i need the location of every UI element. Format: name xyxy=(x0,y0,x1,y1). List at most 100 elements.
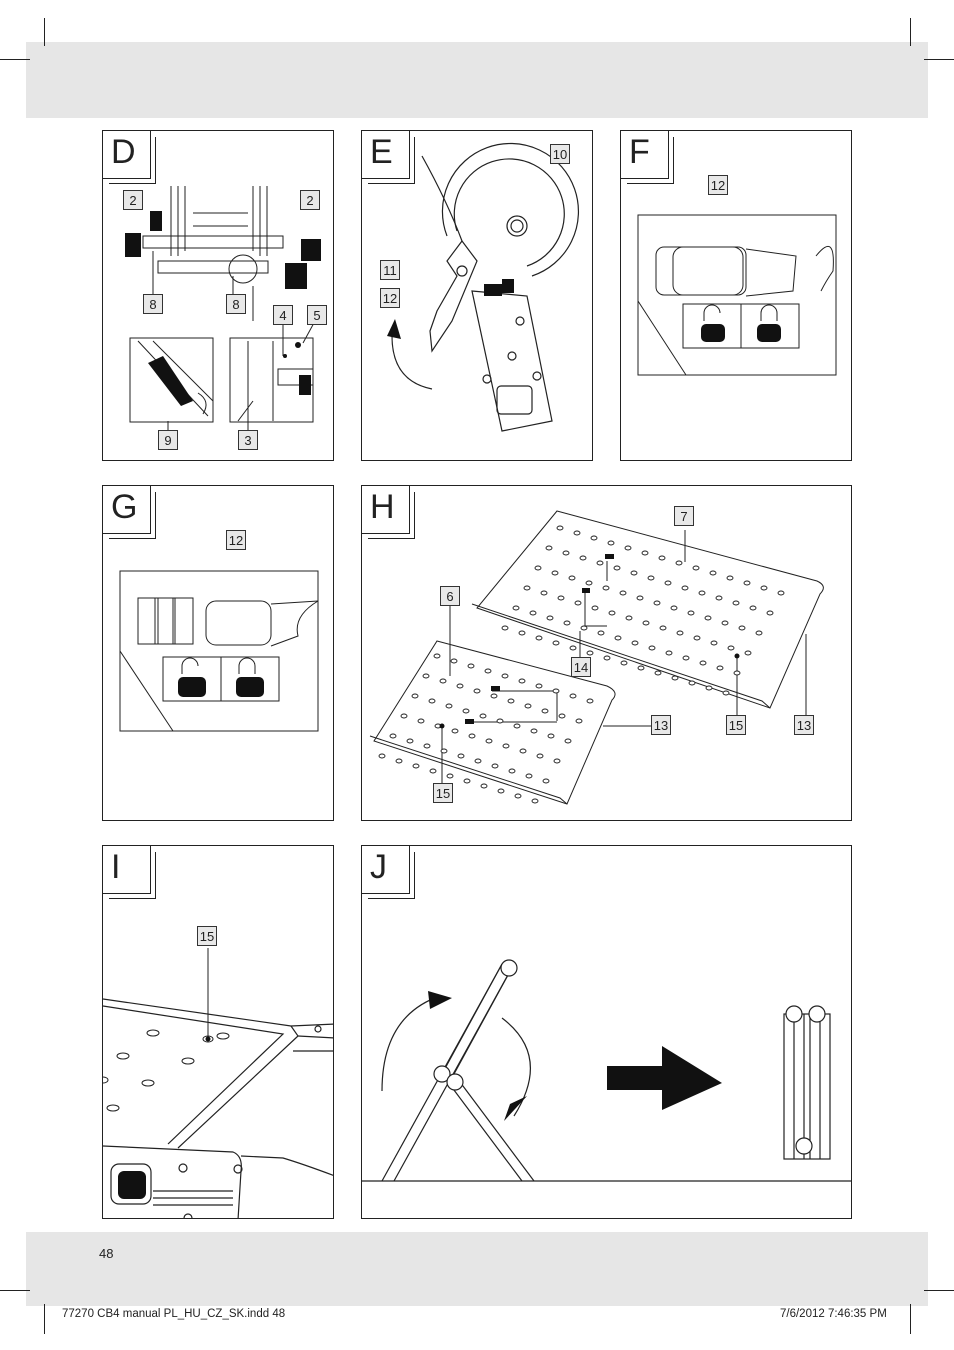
platform-hole xyxy=(428,698,436,704)
platform-hole xyxy=(743,580,751,586)
platform-hole xyxy=(525,773,533,779)
figure-panel-j: J xyxy=(361,845,852,1219)
platform-hole xyxy=(558,713,566,719)
platform-hole xyxy=(585,580,593,586)
platform-hole xyxy=(573,530,581,536)
platform-hole xyxy=(378,753,386,759)
platform-hole xyxy=(468,733,476,739)
platform-hole xyxy=(456,683,464,689)
platform-hole xyxy=(562,550,570,556)
platform-hole xyxy=(602,585,610,591)
platform-hole xyxy=(732,600,740,606)
platform-hole xyxy=(536,753,544,759)
platform-hole xyxy=(457,753,465,759)
figure-panel-g: G 12 xyxy=(102,485,334,821)
platform-hole xyxy=(552,688,560,694)
platform-hole xyxy=(440,748,448,754)
platform-hole xyxy=(631,640,639,646)
platform-hole xyxy=(479,713,487,719)
platform-hole xyxy=(406,738,414,744)
platform-hole xyxy=(580,625,588,631)
platform-hole xyxy=(412,763,420,769)
platform-hole xyxy=(502,743,510,749)
platform-hole xyxy=(698,590,706,596)
panel-letter: H xyxy=(362,486,415,539)
part-number-label: 10 xyxy=(550,144,570,164)
figure-panel-h: H 7 6 14 13 15 13 15 xyxy=(361,485,852,821)
platform-hole xyxy=(569,693,577,699)
platform-closeup-illustration xyxy=(103,948,333,1218)
part-number-label: 2 xyxy=(123,190,143,210)
platform-hole xyxy=(625,615,633,621)
platform-hole xyxy=(439,678,447,684)
panel-letter: G xyxy=(103,486,156,539)
platform-hole xyxy=(490,693,498,699)
platform-hole xyxy=(467,663,475,669)
platform-hole xyxy=(552,640,560,646)
platform-hole xyxy=(508,768,516,774)
platform-hole xyxy=(760,585,768,591)
platform-hole xyxy=(727,645,735,651)
panel-letter: D xyxy=(103,131,156,184)
platform-hole xyxy=(422,673,430,679)
platform-hole xyxy=(705,685,713,691)
part-number-label: 9 xyxy=(158,430,178,450)
platform-hole xyxy=(474,758,482,764)
platform-hole xyxy=(564,738,572,744)
platform-hole xyxy=(553,758,561,764)
platform-hole xyxy=(530,728,538,734)
work-platform-boards-illustration xyxy=(369,510,824,805)
platform-hole xyxy=(721,620,729,626)
platform-hole xyxy=(733,670,741,676)
part-number-label: 14 xyxy=(571,657,591,677)
platform-hole xyxy=(648,645,656,651)
platform-hole xyxy=(534,565,542,571)
crop-mark xyxy=(924,59,954,60)
platform-hole xyxy=(546,615,554,621)
platform-hole xyxy=(715,595,723,601)
part-number-label: 4 xyxy=(273,305,293,325)
platform-hole xyxy=(658,555,666,561)
platform-hole xyxy=(755,630,763,636)
platform-hole xyxy=(675,560,683,566)
platform-hole xyxy=(524,703,532,709)
part-number-label: 8 xyxy=(226,294,246,314)
platform-hole xyxy=(607,540,615,546)
hinge-lock-illustration xyxy=(387,142,579,432)
part-number-label: 15 xyxy=(433,783,453,803)
crop-mark xyxy=(0,1290,30,1291)
platform-hole xyxy=(523,585,531,591)
platform-hole xyxy=(676,630,684,636)
platform-hole xyxy=(518,630,526,636)
platform-hole xyxy=(557,595,565,601)
platform-hole xyxy=(547,733,555,739)
platform-hole xyxy=(671,675,679,681)
figure-panel-i: I 15 xyxy=(102,845,334,1219)
platform-hole xyxy=(429,768,437,774)
part-number-label: 15 xyxy=(197,926,217,946)
platform-hole xyxy=(704,615,712,621)
crop-mark xyxy=(44,18,45,46)
platform-hole xyxy=(620,660,628,666)
platform-hole xyxy=(586,698,594,704)
platform-hole xyxy=(445,703,453,709)
platform-hole xyxy=(647,575,655,581)
platform-hole xyxy=(563,620,571,626)
platform-hole xyxy=(665,650,673,656)
platform-hole xyxy=(726,575,734,581)
platform-hole xyxy=(551,570,559,576)
platform-hole xyxy=(636,595,644,601)
platform-hole xyxy=(630,570,638,576)
platform-hole xyxy=(659,625,667,631)
platform-hole xyxy=(688,680,696,686)
platform-hole xyxy=(512,605,520,611)
platform-hole xyxy=(670,605,678,611)
fold-ladder-illustration xyxy=(362,959,851,1182)
platform-hole xyxy=(514,793,522,799)
platform-hole xyxy=(710,640,718,646)
platform-hole xyxy=(722,690,730,696)
platform-hole xyxy=(556,525,564,531)
figure-panel-e: E 10 11 12 xyxy=(361,130,593,461)
platform-hole xyxy=(586,650,594,656)
platform-hole xyxy=(462,708,470,714)
